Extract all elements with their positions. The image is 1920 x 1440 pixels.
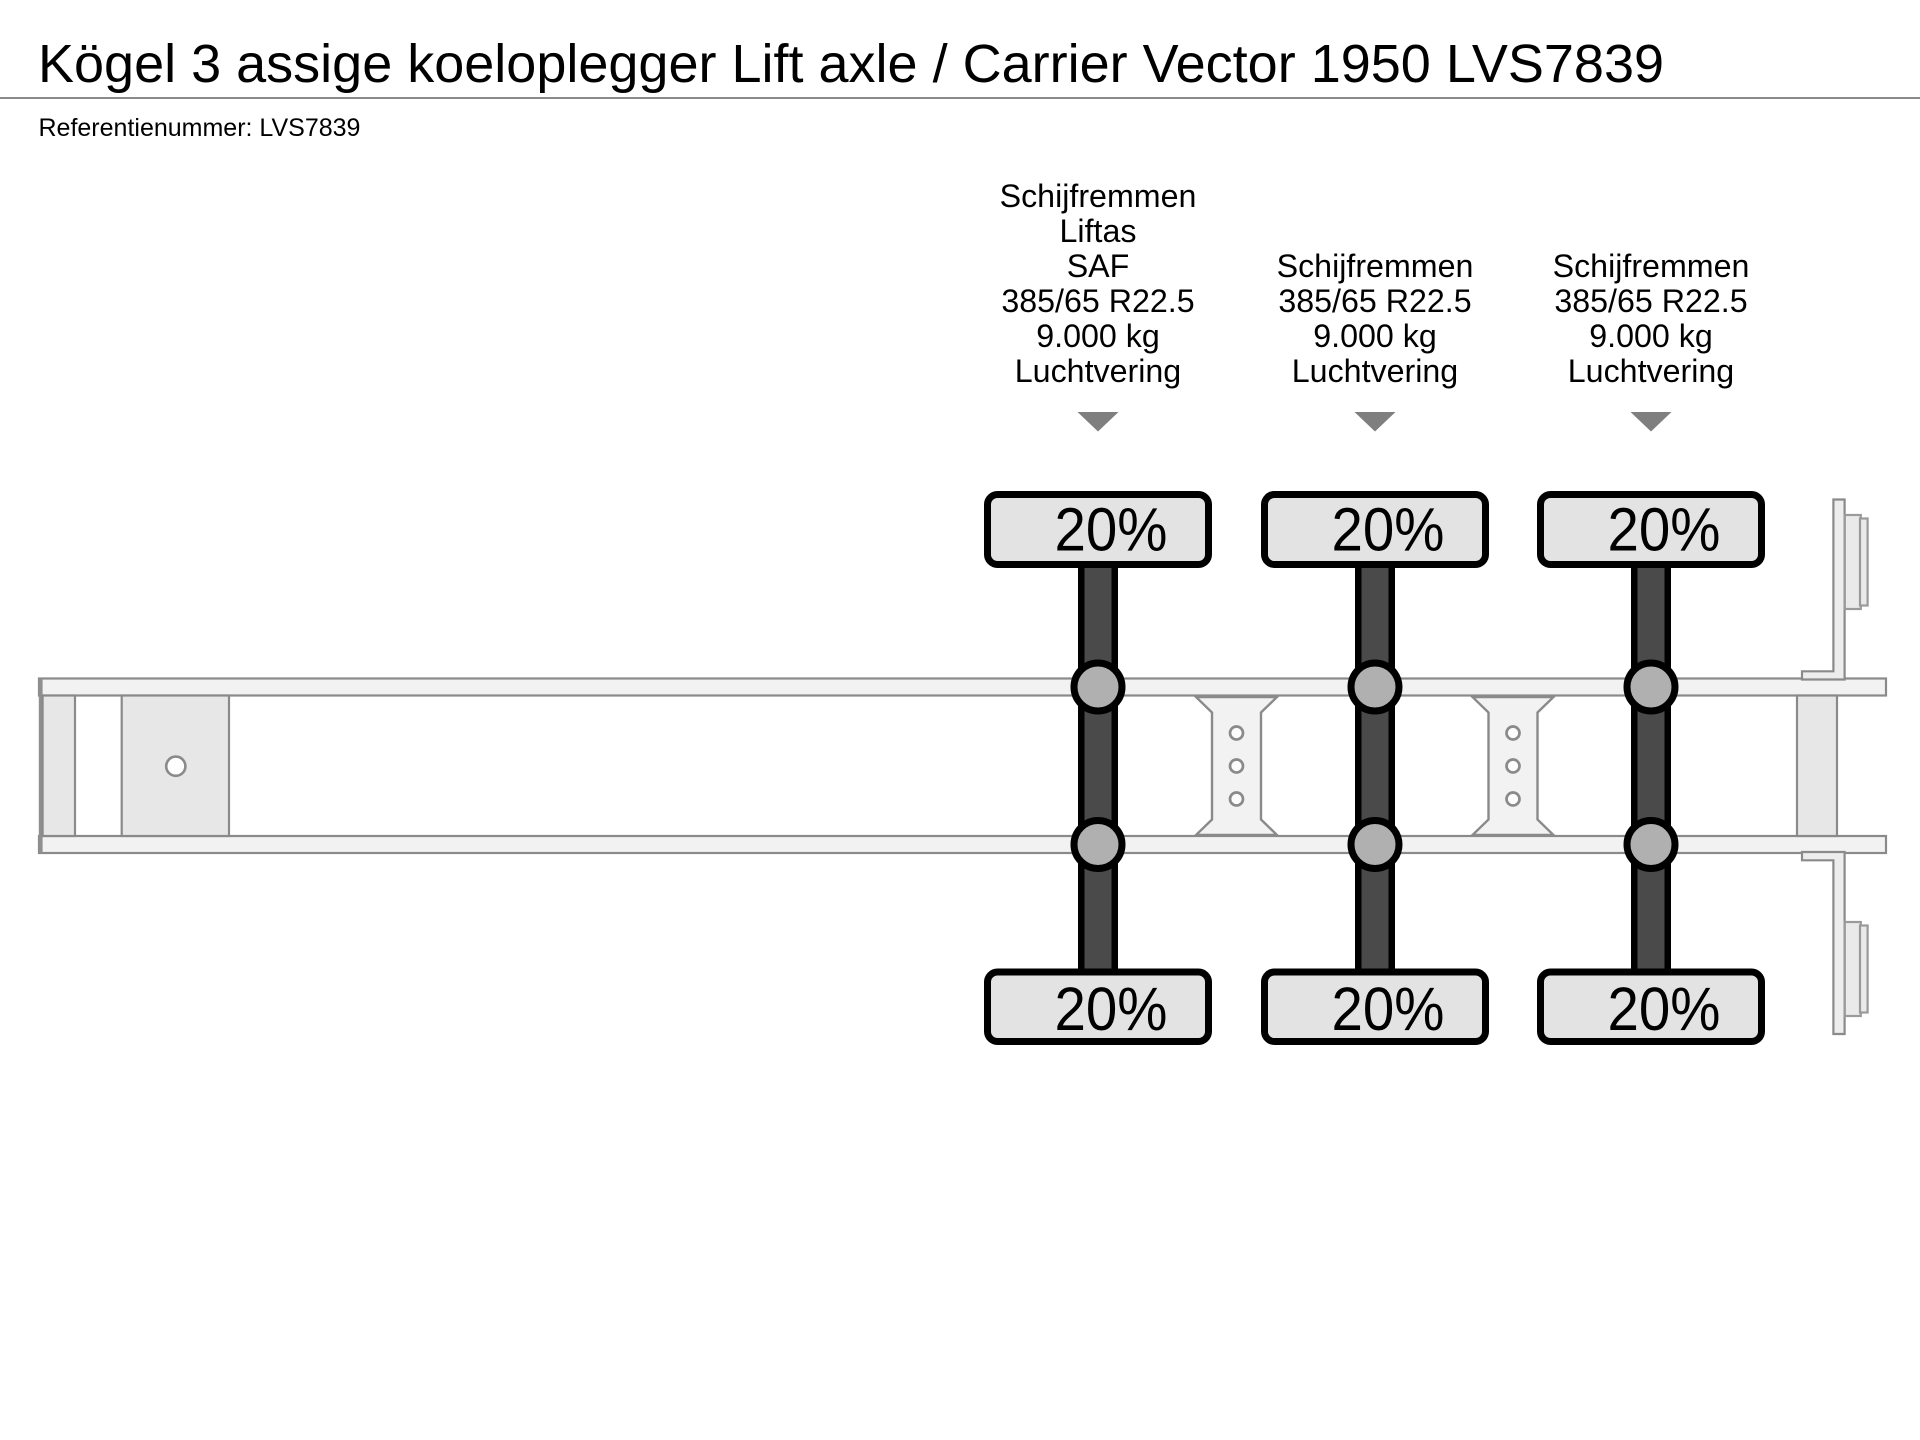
axle-3-load-top: 20%	[1608, 496, 1721, 564]
axle-3-air-bellow-bottom	[1623, 817, 1679, 872]
axle-1-spec-brand: SAF	[1066, 248, 1130, 284]
axle-2-tire-top	[1261, 491, 1489, 568]
axle-3-beam	[1631, 557, 1671, 978]
axle-1-specs: Schijfremmen Liftas SAF 385/65 R22.5 9.0…	[898, 179, 1298, 389]
crossmember-hole	[1228, 725, 1245, 741]
chassis-rail-top	[37, 677, 1888, 697]
axle-1-beam	[1078, 557, 1118, 978]
axle-3-air-bellow-top	[1623, 659, 1679, 715]
crossmember-hole	[1505, 725, 1521, 741]
axle-1-spec-capacity: 9.000 kg	[1036, 318, 1160, 354]
crossmember-hole	[1505, 791, 1521, 807]
axle-3-tire-top	[1537, 491, 1765, 568]
rear-light-bottom	[1858, 924, 1869, 1014]
axle-3-spec-suspension: Luchtvering	[1567, 353, 1735, 389]
axle-3: 20% 20%	[1537, 412, 1765, 1045]
rear-light-bracket-top	[1843, 513, 1862, 611]
crossmember-1	[1193, 695, 1280, 837]
axle-2-spec-tiresize: 385/65 R22.5	[1278, 283, 1472, 319]
rear-light-bracket-bottom	[1843, 920, 1862, 1018]
axle-2-beam	[1355, 557, 1395, 978]
axle-1-marker-triangle-icon	[1077, 412, 1119, 432]
crossmember-hole	[1505, 758, 1521, 774]
axle-1: 20% 20%	[984, 412, 1212, 1045]
rear-bumper-bar-bottom	[1800, 850, 1846, 1036]
axle-1-spec-brakes: Schijfremmen	[999, 178, 1197, 214]
axle-2-air-bellow-top	[1347, 659, 1403, 715]
axle-1-air-bellow-top	[1070, 659, 1126, 715]
axle-2-tire-bottom	[1261, 968, 1489, 1045]
axle-2-load-top: 20%	[1332, 496, 1445, 564]
axle-2-marker-triangle-icon	[1354, 412, 1396, 432]
axle-1-tire-top	[984, 491, 1212, 568]
reference-number: Referentienummer: LVS7839	[38, 113, 361, 142]
rear-crossmember	[1795, 694, 1839, 838]
axle-1-spec-liftaxle: Liftas	[1059, 213, 1137, 249]
axle-2-spec-brakes: Schijfremmen	[1276, 248, 1474, 284]
axle-2-air-bellow-bottom	[1347, 817, 1403, 872]
axle-2: 20% 20%	[1261, 412, 1489, 1045]
axle-3-spec-brakes: Schijfremmen	[1552, 248, 1750, 284]
kingpin	[164, 755, 187, 778]
axle-3-marker-triangle-icon	[1630, 412, 1672, 432]
axle-1-tire-bottom	[984, 968, 1212, 1045]
axle-1-air-bellow-bottom	[1070, 817, 1126, 872]
axle-2-specs: Schijfremmen 385/65 R22.5 9.000 kg Lucht…	[1175, 249, 1575, 389]
rear-bumper-bar-top	[1800, 498, 1846, 681]
axle-2-spec-suspension: Luchtvering	[1291, 353, 1459, 389]
axle-3-specs: Schijfremmen 385/65 R22.5 9.000 kg Lucht…	[1451, 249, 1851, 389]
axle-1-load-top: 20%	[1055, 496, 1168, 564]
crossmember-hole	[1228, 791, 1245, 807]
axle-3-spec-capacity: 9.000 kg	[1589, 318, 1713, 354]
axle-3-load-bottom: 20%	[1608, 975, 1721, 1043]
front-end-cap	[38, 678, 43, 853]
axle-1-spec-tiresize: 385/65 R22.5	[1001, 283, 1195, 319]
axle-3-spec-tiresize: 385/65 R22.5	[1554, 283, 1748, 319]
axle-1-load-bottom: 20%	[1055, 975, 1168, 1043]
axle-2-load-bottom: 20%	[1332, 975, 1445, 1043]
crossmember-2	[1469, 695, 1557, 837]
axle-2-spec-capacity: 9.000 kg	[1313, 318, 1437, 354]
axle-3-tire-bottom	[1537, 968, 1765, 1045]
axle-1-spec-suspension: Luchtvering	[1014, 353, 1182, 389]
crossmember-hole	[1228, 758, 1245, 774]
page-title: Kögel 3 assige koeloplegger Lift axle / …	[38, 33, 1665, 94]
title-divider	[0, 97, 1920, 99]
chassis-rail-bottom	[37, 834, 1888, 855]
front-crossmember	[41, 694, 77, 838]
rear-light-top	[1858, 517, 1869, 607]
